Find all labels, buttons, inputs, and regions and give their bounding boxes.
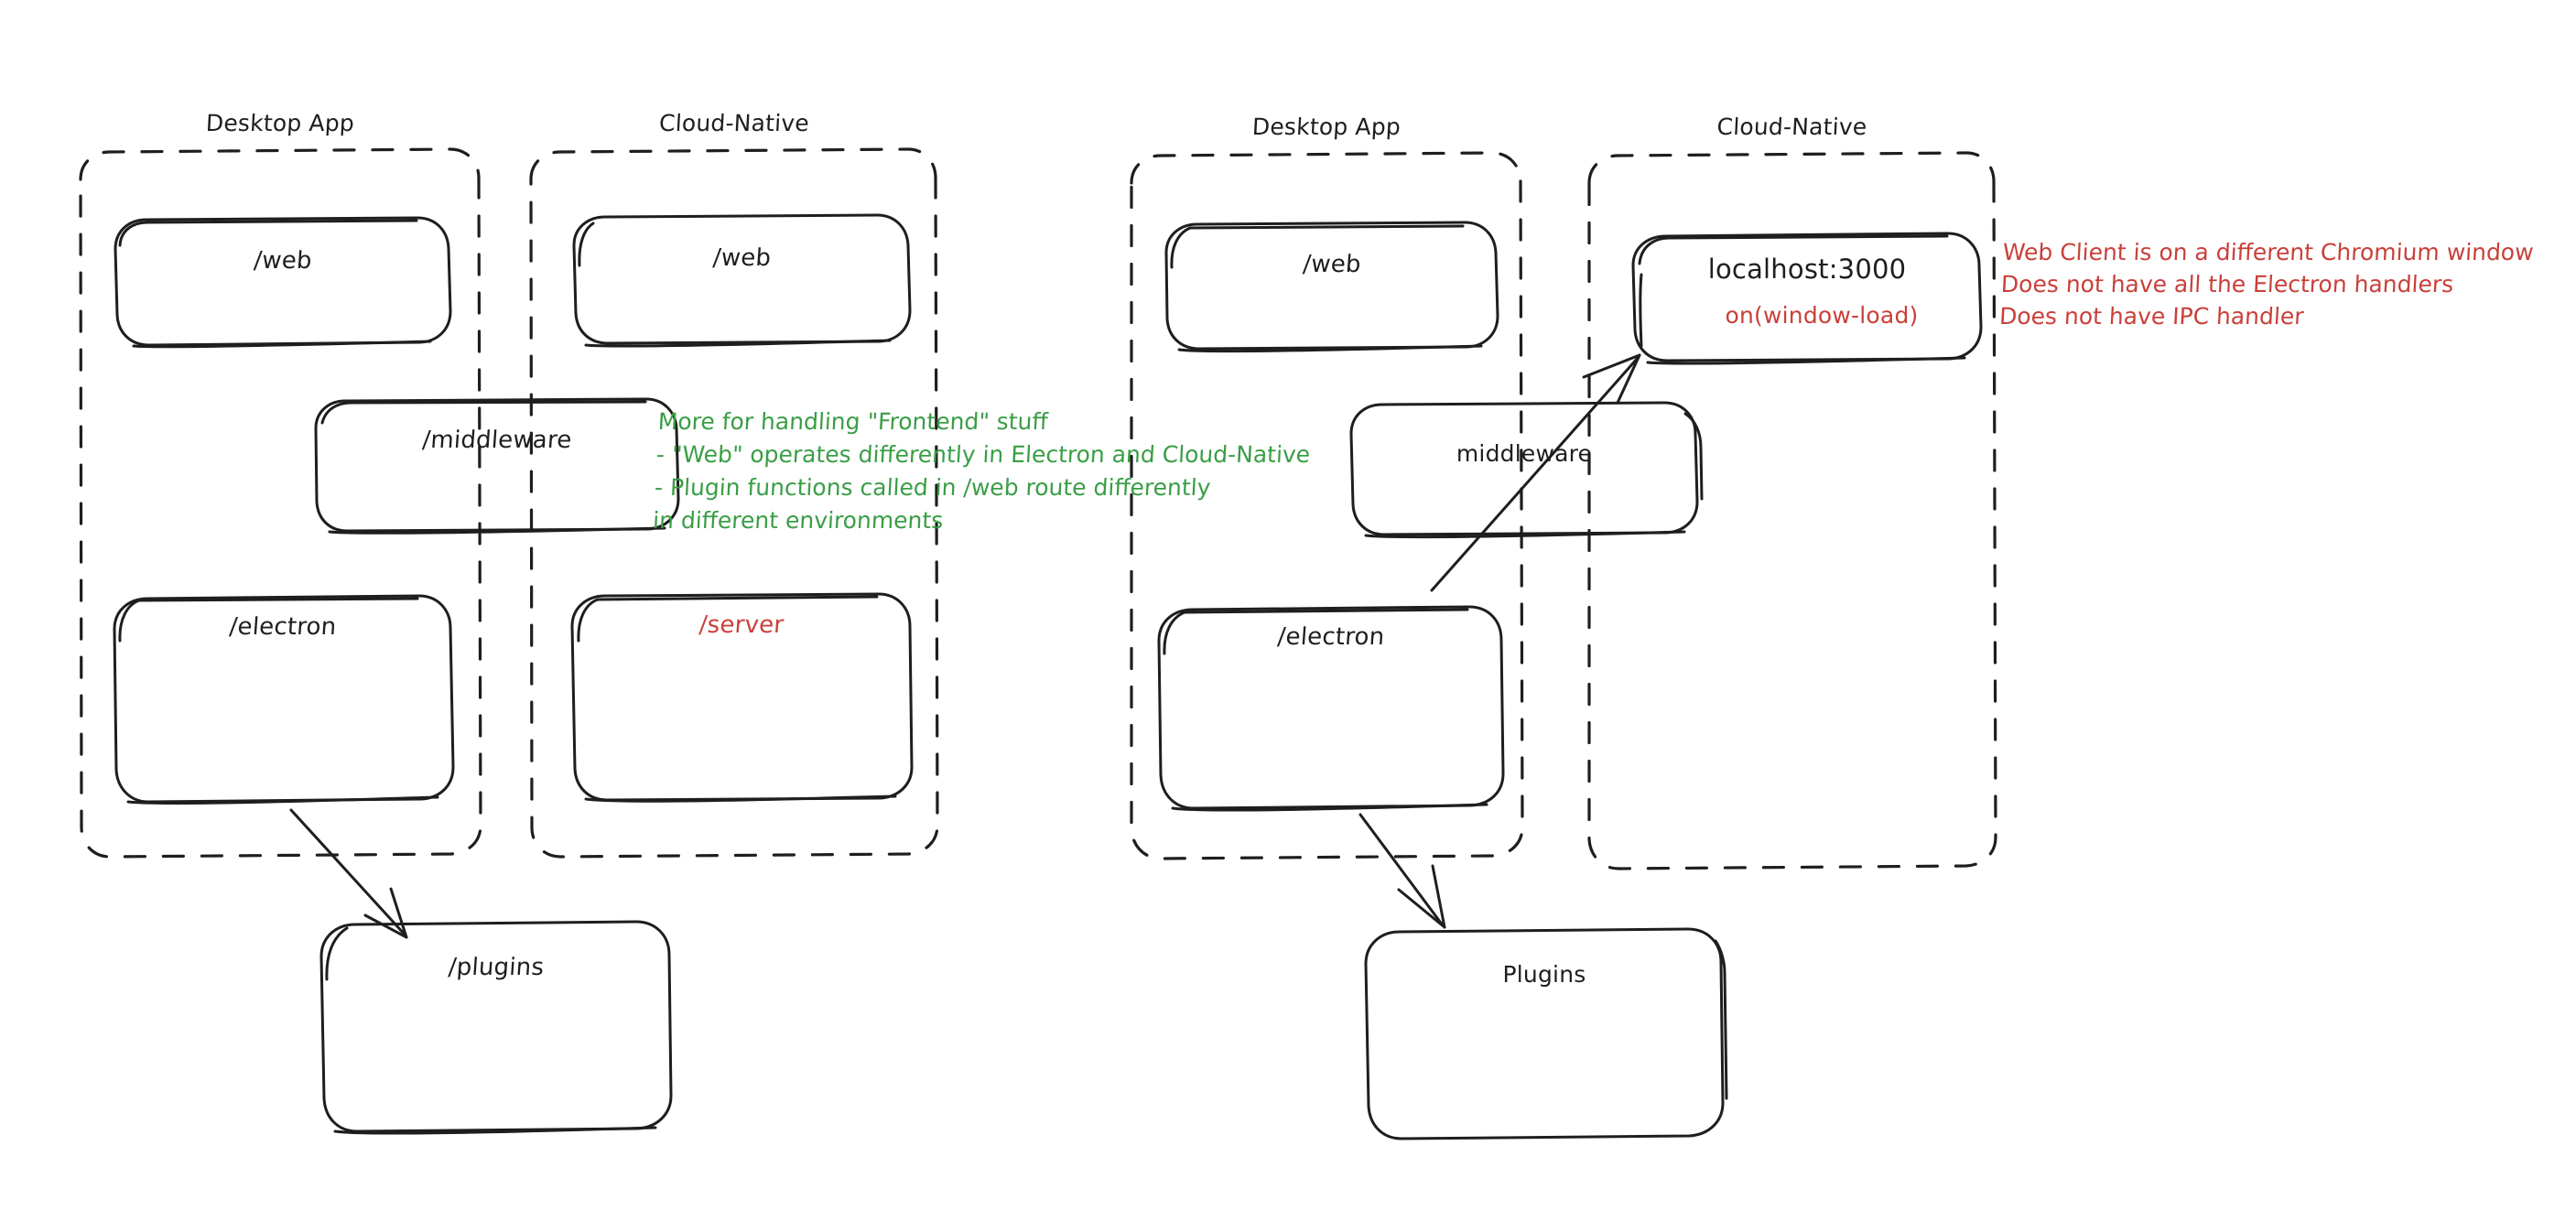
- left-desktop-app-container: [79, 147, 482, 859]
- right-desktop-app-container: [1130, 151, 1524, 860]
- left-electron-label: /electron: [228, 613, 338, 641]
- left-arrow-electron-to-plugins: [289, 808, 408, 939]
- green-annotation: More for handling "Frontend" stuff - "We…: [652, 405, 1483, 537]
- left-plugins-label: /plugins: [447, 954, 546, 981]
- right-desktop-web-shape: [1164, 221, 1499, 353]
- right-plugins-label: Plugins: [1502, 961, 1586, 988]
- right-electron-shape: [1157, 605, 1505, 812]
- left-cloud-web-shape: [572, 213, 912, 348]
- left-middleware-shape: [314, 397, 680, 535]
- left-desktop-web-shape: [114, 216, 452, 349]
- right-arrow-electron-to-localhost: [1430, 353, 1641, 592]
- right-middleware-shape: [1349, 401, 1704, 539]
- left-desktop-app-title: Desktop App: [205, 110, 355, 136]
- left-middleware-label: /middleware: [421, 427, 573, 454]
- left-server-shape: [570, 592, 914, 803]
- right-cloud-native-container: [1587, 151, 1997, 870]
- red-annotation-line-2: Does not have all the Electron handlers: [2000, 271, 2454, 297]
- right-desktop-web-label: /web: [1302, 251, 1362, 278]
- right-plugins-shape: [1364, 927, 1728, 1140]
- right-arrow-electron-to-plugins: [1358, 813, 1446, 929]
- red-annotation-line-1: Web Client is on a different Chromium wi…: [2002, 239, 2535, 265]
- right-desktop-app-title: Desktop App: [1251, 113, 1402, 140]
- right-localhost-shape: [1631, 232, 1983, 365]
- left-server-label: /server: [698, 611, 785, 639]
- left-electron-shape: [113, 594, 455, 805]
- red-annotation: Web Client is on a different Chromium wi…: [1998, 236, 2571, 332]
- left-cloud-native-container: [529, 147, 939, 859]
- green-annotation-line-3: - Plugin functions called in /web route …: [654, 474, 1212, 501]
- left-cloud-web-label: /web: [711, 244, 773, 272]
- left-cloud-native-title: Cloud-Native: [658, 110, 810, 136]
- green-annotation-line-4: in different environments: [652, 507, 945, 534]
- red-annotation-line-3: Does not have IPC handler: [1998, 303, 2305, 330]
- right-localhost-label: localhost:3000: [1707, 254, 1907, 285]
- right-localhost-sublabel: on(window-load): [1725, 302, 1919, 329]
- left-desktop-web-label: /web: [253, 247, 313, 275]
- right-cloud-native-title: Cloud-Native: [1716, 113, 1868, 140]
- right-electron-label: /electron: [1276, 623, 1386, 651]
- left-plugins-shape: [319, 920, 673, 1135]
- green-annotation-line-1: More for handling "Frontend" stuff: [657, 408, 1049, 435]
- right-middleware-label: middleware: [1456, 440, 1593, 467]
